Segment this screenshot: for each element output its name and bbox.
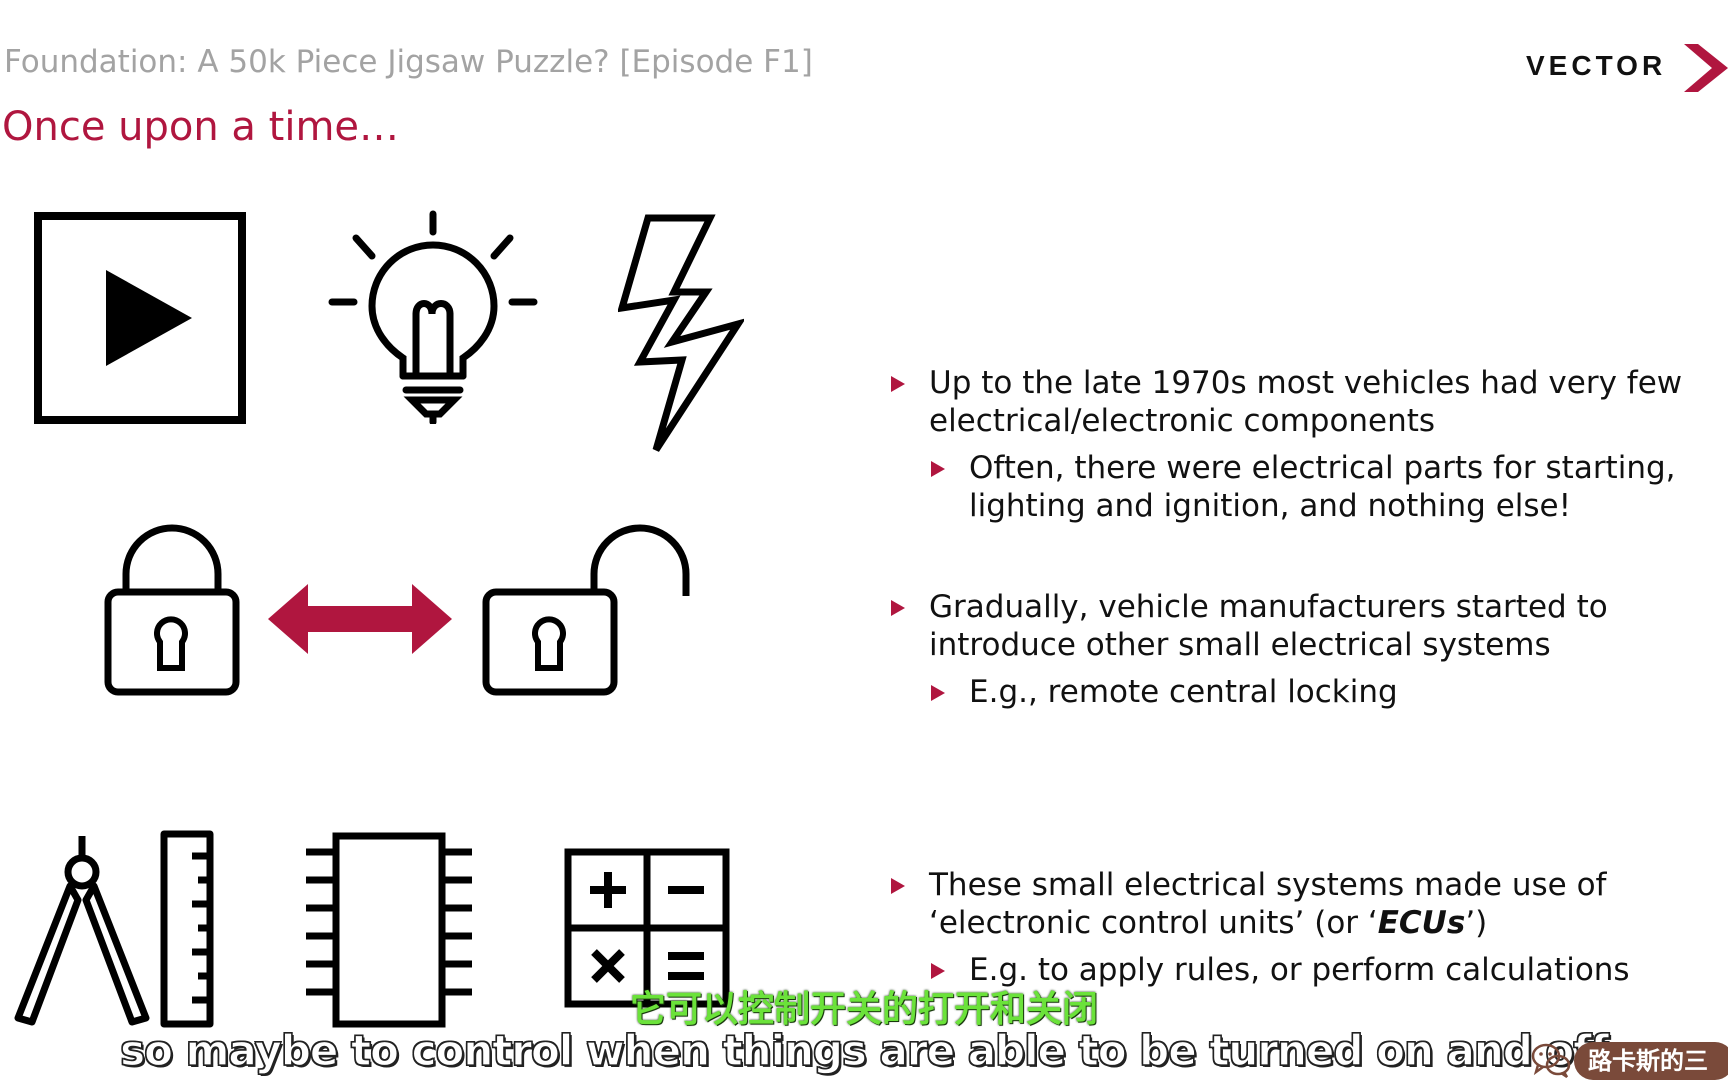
sub-bullet-text: E.g. to apply rules, or perform calculat… [969,952,1630,988]
episode-subtitle: Foundation: A 50k Piece Jigsaw Puzzle? [… [4,44,813,80]
logo-chevron-icon [1684,44,1728,92]
bullet-text-line: ‘electronic control units’ (or ‘ECUs’) [929,904,1630,942]
sub-bullet-text: Often, there were electrical parts for s… [969,450,1676,486]
chip-icon [306,832,472,1028]
bullet-item: These small electrical systems made use … [888,866,1630,942]
bullet-group-1: Up to the late 1970s most vehicles had v… [888,364,1682,525]
lightning-icon [618,214,744,452]
wechat-icon [1531,1043,1571,1079]
ecu-term: ECUs [1377,905,1466,941]
compass-ruler-icon [14,830,214,1028]
sub-bullet-text: E.g., remote central locking [969,674,1398,710]
bullet-text: introduce other small electrical systems [929,627,1551,663]
bullet-text-post: ’) [1465,905,1488,941]
english-caption: so maybe to control when things are able… [120,1025,1610,1075]
sub-bullet-marker-icon [931,963,945,979]
locked-padlock-icon [104,524,240,696]
bullet-item: Up to the late 1970s most vehicles had v… [888,364,1682,440]
double-arrow-icon [268,584,452,654]
bullet-group-3: These small electrical systems made use … [888,866,1630,989]
slide-title: Once upon a time… [2,104,400,150]
bullet-item: Gradually, vehicle manufacturers started… [888,588,1608,664]
sub-bullet-item: Often, there were electrical parts for s… [888,449,1682,525]
play-box-icon [34,212,246,424]
vector-logo: VECTOR [1526,44,1728,92]
bullet-text: These small electrical systems made use … [929,867,1607,903]
bullet-group-2: Gradually, vehicle manufacturers started… [888,588,1608,711]
sub-bullet-item: E.g. to apply rules, or perform calculat… [888,951,1630,989]
logo-text: VECTOR [1526,50,1667,81]
sub-bullet-marker-icon [931,461,945,477]
watermark: 路卡斯的三 [1530,1040,1728,1080]
chinese-caption: 它可以控制开关的打开和关闭 [629,989,1098,1030]
bullet-marker-icon [891,376,905,392]
unlocked-padlock-icon [482,524,690,696]
bullet-marker-icon [891,878,905,894]
bullet-marker-icon [891,600,905,616]
bullet-text: Up to the late 1970s most vehicles had v… [929,365,1683,401]
bullet-text: electrical/electronic components [929,403,1436,439]
sub-bullet-item: E.g., remote central locking [888,673,1608,711]
sub-bullet-text: lighting and ignition, and nothing else! [969,488,1572,524]
sub-bullet-marker-icon [931,685,945,701]
bullet-text: Gradually, vehicle manufacturers started… [929,589,1608,625]
lightbulb-icon [328,210,538,424]
bullet-text-pre: ‘electronic control units’ (or ‘ [929,905,1378,941]
watermark-text: 路卡斯的三 [1574,1042,1728,1080]
calculator-icon [564,848,730,1008]
